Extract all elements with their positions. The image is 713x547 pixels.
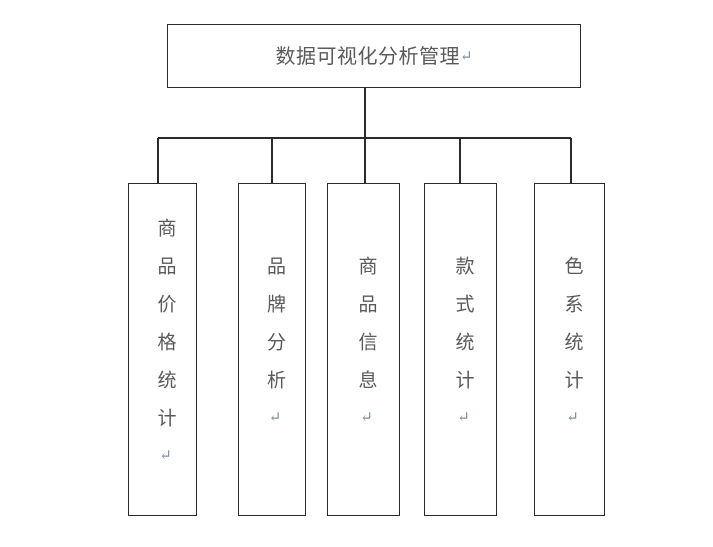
root-return-mark: ↵ xyxy=(459,47,473,65)
child-return-mark: ↵ xyxy=(266,407,284,445)
root-node[interactable]: 数据可视化分析管理↵ xyxy=(167,24,581,88)
root-node-label: 数据可视化分析管理 xyxy=(275,44,460,68)
child-node-label: 色系统计↵ xyxy=(561,255,584,445)
child-node-label: 商品信息↵ xyxy=(355,255,378,445)
child-node-style-statistics[interactable]: 款式统计↵ xyxy=(424,183,497,516)
child-node-color-family-statistics[interactable]: 色系统计↵ xyxy=(534,183,605,516)
child-return-mark: ↵ xyxy=(563,407,582,445)
child-node-product-information[interactable]: 商品信息↵ xyxy=(327,183,400,516)
child-node-label: 品牌分析↵ xyxy=(264,255,286,445)
child-return-mark: ↵ xyxy=(454,407,473,445)
child-node-label: 商品价格统计↵ xyxy=(154,217,177,483)
child-return-mark: ↵ xyxy=(357,407,376,445)
child-node-label: 款式统计↵ xyxy=(452,255,475,445)
child-node-product-price-statistics[interactable]: 商品价格统计↵ xyxy=(128,183,197,516)
child-node-brand-analysis[interactable]: 品牌分析↵ xyxy=(238,183,306,516)
child-return-mark: ↵ xyxy=(156,445,175,483)
